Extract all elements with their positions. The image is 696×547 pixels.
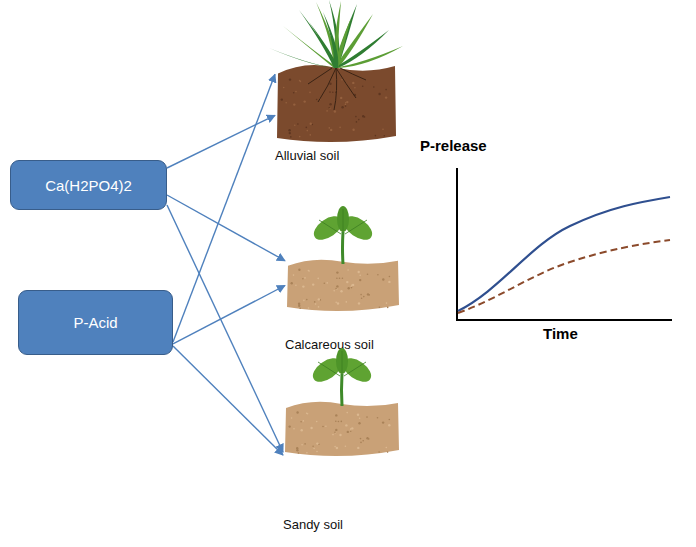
arrow-connector	[173, 286, 285, 344]
soil-pot: Alluvial soil	[275, 62, 397, 144]
box-label: P-Acid	[73, 314, 117, 331]
box-label: Ca(H2PO4)2	[45, 177, 132, 194]
fertilizer-box: P-Acid	[18, 290, 173, 355]
arrow-connector	[167, 115, 275, 168]
fertilizer-box: Ca(H2PO4)2	[10, 160, 167, 210]
dashed-curve	[458, 240, 670, 313]
arrow-connector	[173, 74, 275, 342]
arrow-connector	[173, 346, 283, 455]
solid-curve	[458, 197, 670, 311]
x-axis	[456, 319, 672, 321]
soil-pot: Sandy soil	[283, 400, 400, 458]
axis-label: P-release	[420, 137, 487, 154]
seedling-plant	[302, 346, 382, 406]
arrow-connector	[167, 205, 283, 452]
soil-shape	[283, 400, 400, 458]
y-axis	[456, 168, 458, 321]
soil-label: Alluvial soil	[275, 148, 339, 163]
grass-plant	[261, 0, 411, 68]
soil-shape	[285, 258, 400, 313]
soil-shape	[275, 62, 397, 144]
axis-label: Time	[543, 325, 578, 342]
soil-pot: Calcareous soil	[285, 258, 400, 313]
soil-label: Calcareous soil	[285, 337, 374, 352]
seedling-plant	[303, 204, 383, 264]
soil-label: Sandy soil	[283, 517, 343, 532]
